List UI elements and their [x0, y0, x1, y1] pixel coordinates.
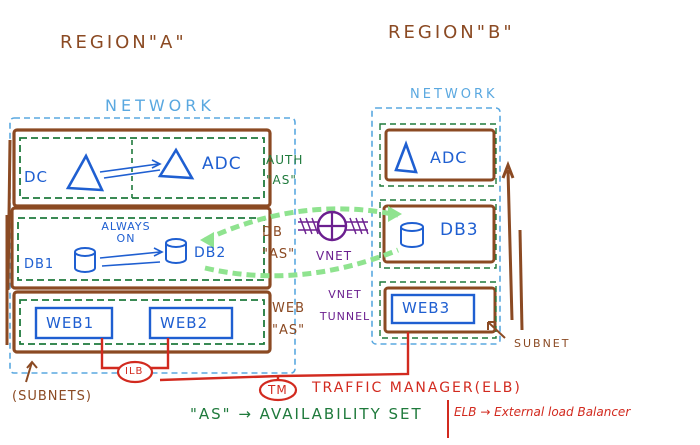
ilb-badge	[116, 360, 154, 384]
network-a-boundary	[9, 117, 296, 374]
vnet-arrow-upper	[203, 206, 399, 243]
adc-b-label: ADC	[430, 148, 468, 167]
db2-label: DB2	[194, 245, 227, 261]
adc-label: ADC	[202, 154, 242, 174]
subnets-label: (SUBNETS)	[12, 389, 92, 404]
ilb-label: ILB	[125, 366, 144, 377]
db-tier-box	[10, 206, 272, 290]
region-a-left-bracket	[5, 139, 12, 345]
vnet-arrow-lower	[204, 247, 399, 279]
web-subnet	[19, 299, 265, 345]
auth-subnet	[19, 137, 265, 199]
subnets-pointer	[25, 360, 38, 383]
region-b-label: REGION"B"	[388, 22, 515, 43]
web-tier-box	[12, 290, 272, 354]
tm-badge-label: TM	[268, 383, 288, 397]
web3-label: WEB3	[402, 299, 451, 317]
adc-b-box	[384, 128, 496, 182]
vnet-arrowhead-right	[388, 206, 402, 222]
web2-box	[148, 306, 234, 340]
vnet-gateway-cross	[318, 212, 346, 240]
db-as-label: DB "AS"	[262, 225, 296, 262]
tm-badge	[258, 378, 298, 402]
subnet-label: SUBNET	[514, 337, 571, 350]
web2-label: WEB2	[160, 314, 209, 332]
db3-label: DB3	[440, 220, 479, 240]
vnet-tunnel-label: VNET TUNNEL	[319, 288, 371, 323]
adc-b-subnet	[379, 123, 497, 187]
network-a-label: NETWORK	[105, 96, 215, 115]
web1-box	[34, 306, 114, 340]
traffic-manager-label: TRAFFIC MANAGER(ELB)	[312, 380, 522, 396]
db1-cylinder	[74, 247, 96, 273]
db1-label: DB1	[24, 257, 55, 272]
web3-inner-box	[390, 293, 476, 325]
auth-tier-box	[12, 128, 272, 208]
vnet-hatch-right	[346, 217, 369, 235]
region-a-label: REGION"A"	[60, 32, 187, 53]
legend-elb-definition: ELB → External load Balancer	[454, 405, 631, 419]
auth-as-label: AUTH "AS"	[266, 153, 304, 187]
legend-as-definition: "AS" → AVAILABILITY SET	[190, 405, 423, 423]
adc-b-triangle	[394, 140, 418, 174]
db3-box	[382, 204, 496, 264]
always-on-label: ALWAYS ON	[101, 220, 151, 245]
web1-label: WEB1	[46, 314, 95, 332]
db3-cylinder	[400, 222, 424, 248]
region-b-right-arrow	[501, 160, 515, 321]
vnet-arrowhead-left	[200, 232, 214, 248]
subnet-pointer-arrow	[487, 321, 506, 339]
db3-subnet	[379, 199, 497, 269]
network-b-label: NETWORK	[410, 87, 498, 102]
region-b-right-arrow-2	[518, 229, 524, 331]
adc-triangle	[157, 147, 195, 180]
web3-box	[383, 286, 497, 334]
db-subnet	[17, 217, 265, 281]
web3-subnet	[379, 281, 497, 339]
dc-triangle	[65, 153, 105, 192]
web-as-label: WEB "AS"	[272, 301, 306, 338]
db-replication-arrows	[99, 247, 164, 267]
vnet-hatch-left	[298, 217, 319, 235]
tm-connector	[159, 332, 410, 382]
network-b-boundary	[371, 107, 501, 345]
dc-label: DC	[24, 168, 49, 186]
db2-cylinder	[165, 238, 187, 264]
dc-adc-replication-arrows	[99, 159, 162, 179]
vnet-label: VNET	[316, 249, 353, 263]
